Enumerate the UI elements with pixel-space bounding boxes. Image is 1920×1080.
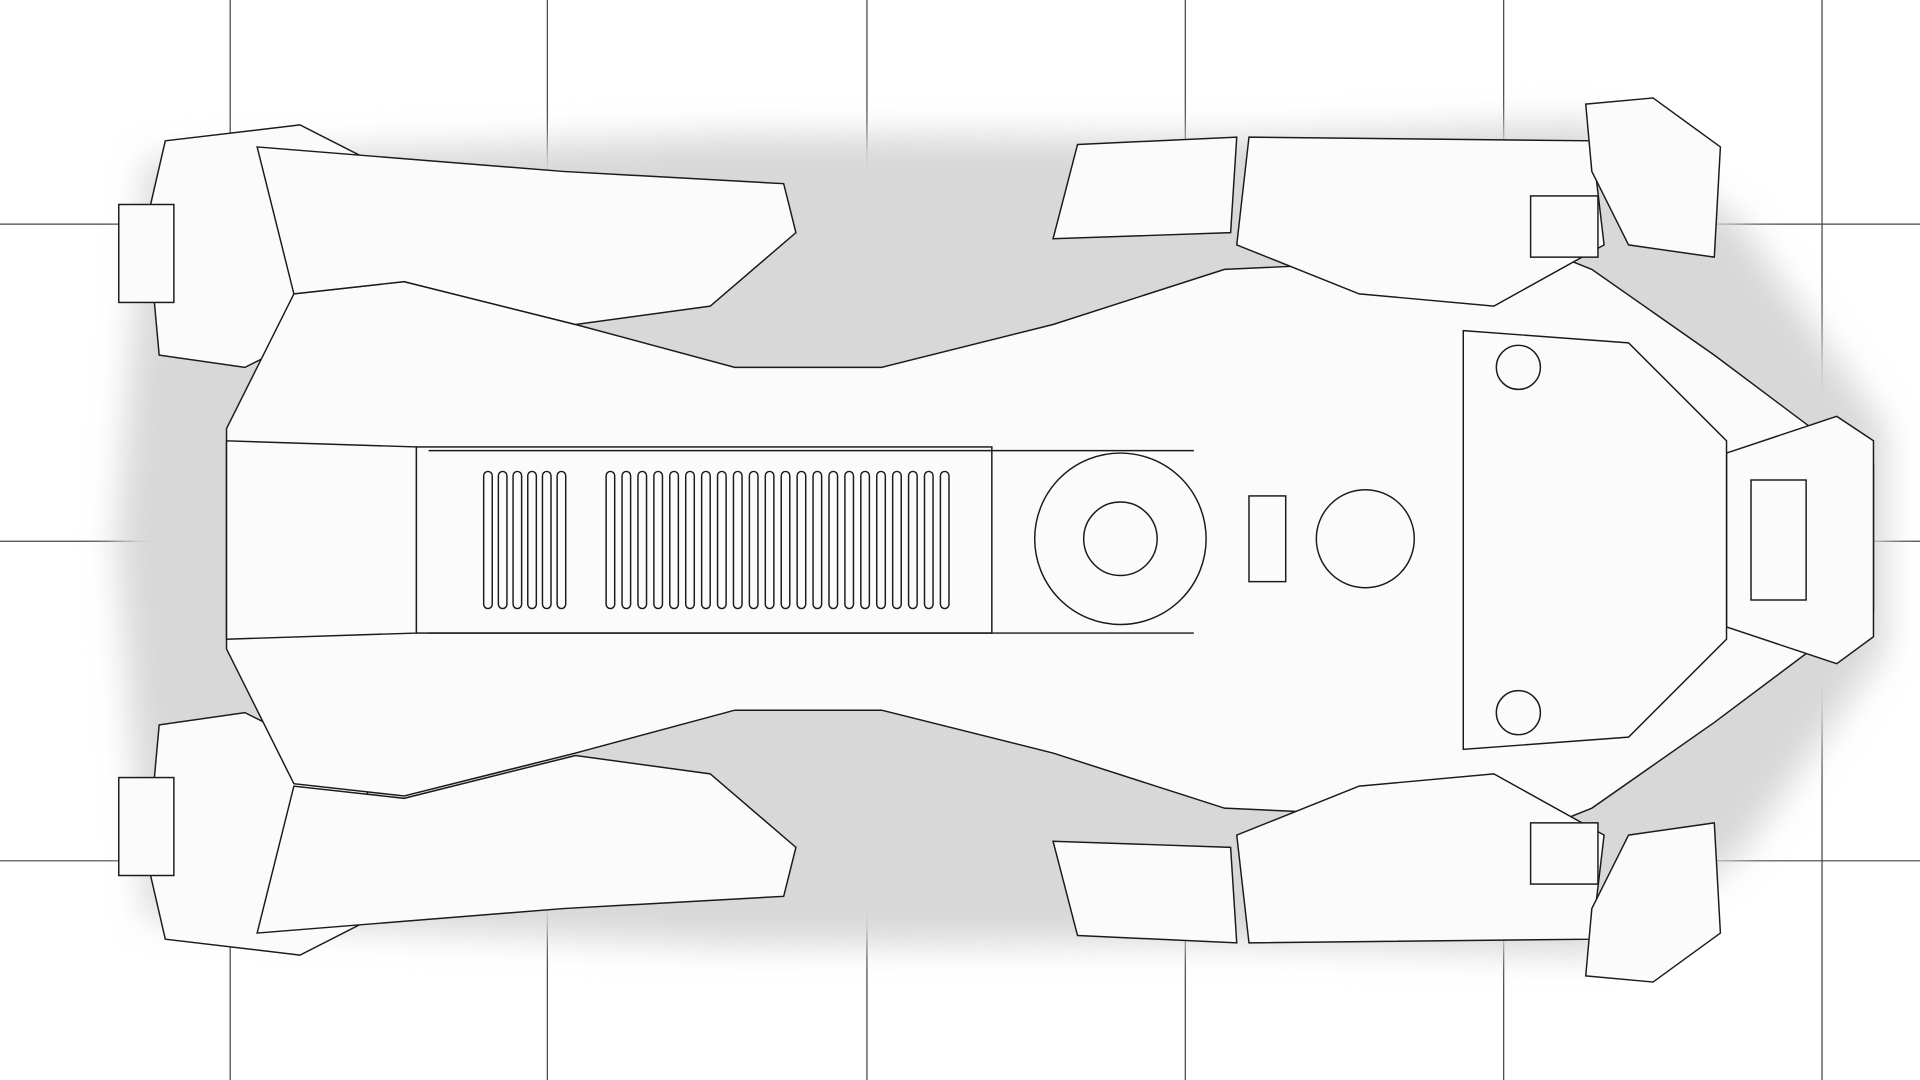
cockpit-inner [1082, 501, 1158, 577]
left-mirror [1529, 195, 1599, 258]
vent-slat [637, 470, 648, 610]
vent-slat [812, 470, 823, 610]
vehicle-wireframe [118, 97, 1875, 983]
vent-slat [669, 470, 680, 610]
vent-slat [891, 470, 902, 610]
vent-slat [907, 470, 918, 610]
vent-slat [541, 470, 552, 610]
center-console [1248, 495, 1287, 583]
vent-slat [527, 470, 538, 610]
vent-slat [764, 470, 775, 610]
vent-slat [748, 470, 759, 610]
vent-slat [796, 470, 807, 610]
vent-slat [497, 470, 508, 610]
vent-slat [684, 470, 696, 610]
front-right-wing [1584, 822, 1722, 983]
rear-right-light [118, 776, 175, 877]
vent-slat [700, 470, 711, 610]
engine-vents [482, 470, 950, 610]
vent-slat [939, 470, 950, 610]
vent-slat [621, 470, 632, 610]
left-sensor [1495, 344, 1542, 391]
engine-dome [1315, 489, 1416, 589]
right-mirror [1529, 822, 1599, 885]
vent-slat [605, 470, 616, 610]
rear-left-light [118, 203, 175, 304]
rear-left-fender [256, 146, 797, 326]
vent-slat [780, 470, 791, 610]
rear-right-fender [256, 754, 797, 934]
vent-slat [876, 470, 887, 610]
front-hood [1462, 329, 1728, 751]
vent-slat [556, 470, 567, 610]
vent-slat [512, 470, 523, 610]
vent-slat [732, 470, 743, 610]
vent-slat [653, 470, 664, 610]
vent-slat [482, 470, 493, 610]
vent-slat [716, 470, 727, 610]
rear-deck [225, 440, 418, 640]
vent-slat [828, 470, 839, 610]
vent-slat [860, 470, 871, 610]
front-left-wing [1584, 97, 1722, 258]
front-left-wheel [1052, 136, 1238, 240]
vent-slat [844, 470, 855, 610]
front-intake [1750, 479, 1807, 601]
front-right-wheel [1052, 840, 1238, 944]
vent-slat [923, 470, 934, 610]
right-sensor [1495, 689, 1542, 736]
